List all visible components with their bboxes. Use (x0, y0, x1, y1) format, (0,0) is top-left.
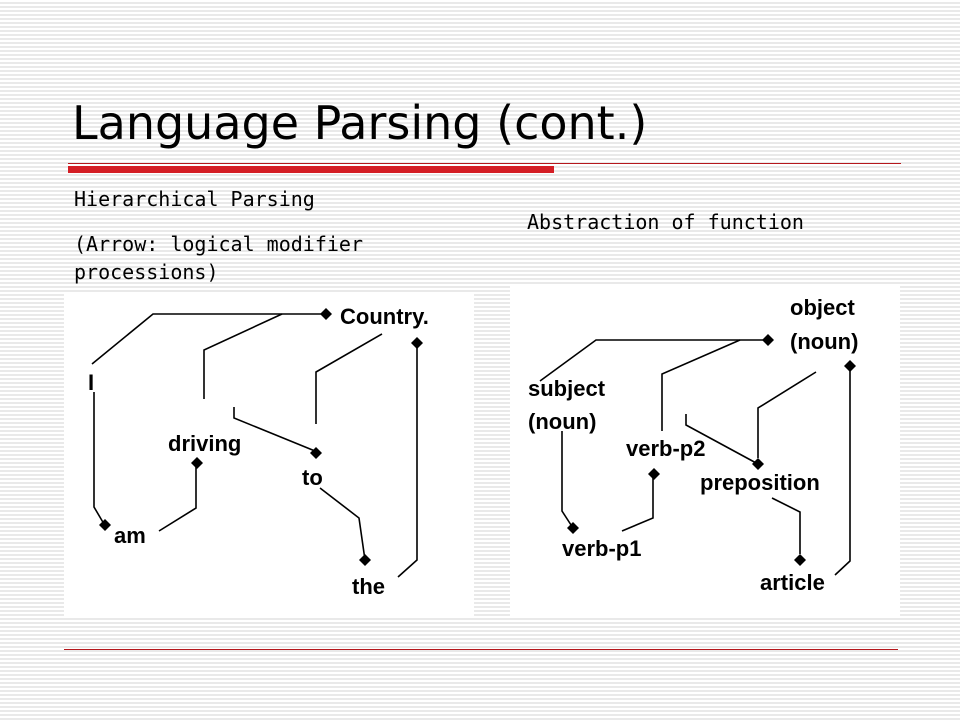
node-i: I (88, 370, 94, 395)
title-underline (68, 163, 901, 164)
right-heading: Abstraction of function (527, 210, 804, 234)
node-marker-verb-p1 (567, 522, 579, 534)
edge-subject-verbp1 (561, 431, 574, 529)
title-accent-bar (68, 166, 554, 173)
abstraction-diagram: object (noun) subject (noun) verb-p2 pre… (510, 286, 900, 618)
node-marker-am (99, 519, 111, 531)
node-marker-object-below (844, 360, 856, 372)
node-object-word: object (790, 295, 855, 320)
node-marker-object (762, 334, 774, 346)
edge-verbp2-preposition (685, 414, 759, 465)
edge-preposition-article (771, 497, 801, 554)
node-article: article (760, 570, 825, 595)
node-marker-country-below (411, 337, 423, 349)
node-the: the (352, 574, 385, 599)
node-subject-type: (noun) (528, 409, 596, 434)
edge-am-driving (158, 465, 197, 532)
edge-verbp2-object (661, 339, 741, 431)
left-note-line1: (Arrow: logical modifier (74, 232, 363, 256)
node-preposition: preposition (700, 470, 820, 495)
node-marker-verb-p2 (648, 468, 660, 480)
edge-verbp1-verbp2 (621, 476, 654, 532)
node-subject-word: subject (528, 376, 606, 401)
node-country: Country. (340, 304, 429, 329)
edge-driving-to (233, 407, 316, 452)
node-am: am (114, 523, 146, 548)
edge-article-object (834, 368, 851, 576)
edge-to-the (319, 487, 366, 561)
left-heading: Hierarchical Parsing (74, 187, 315, 211)
edge-i-am (93, 392, 105, 525)
node-marker-preposition (752, 458, 764, 470)
edge-the-country (397, 345, 418, 578)
hierarchical-parse-diagram: Country. I driving to am the (64, 292, 474, 616)
edge-i-country (91, 313, 326, 365)
left-note-line2: processions) (74, 260, 219, 284)
edge-to-country (315, 333, 383, 424)
node-driving: driving (168, 431, 241, 456)
node-marker-driving (191, 457, 203, 469)
node-marker-the (359, 554, 371, 566)
node-to: to (302, 465, 323, 490)
slide-title: Language Parsing (cont.) (72, 96, 648, 150)
edge-driving-country (203, 313, 283, 399)
node-verb-p1: verb-p1 (562, 536, 641, 561)
node-marker-article (794, 554, 806, 566)
node-marker-country (320, 308, 332, 320)
node-marker-to (310, 447, 322, 459)
node-object-type: (noun) (790, 329, 858, 354)
footer-rule (64, 649, 898, 650)
node-verb-p2: verb-p2 (626, 436, 705, 461)
edge-subject-object (539, 339, 768, 382)
edge-preposition-object (757, 371, 817, 458)
